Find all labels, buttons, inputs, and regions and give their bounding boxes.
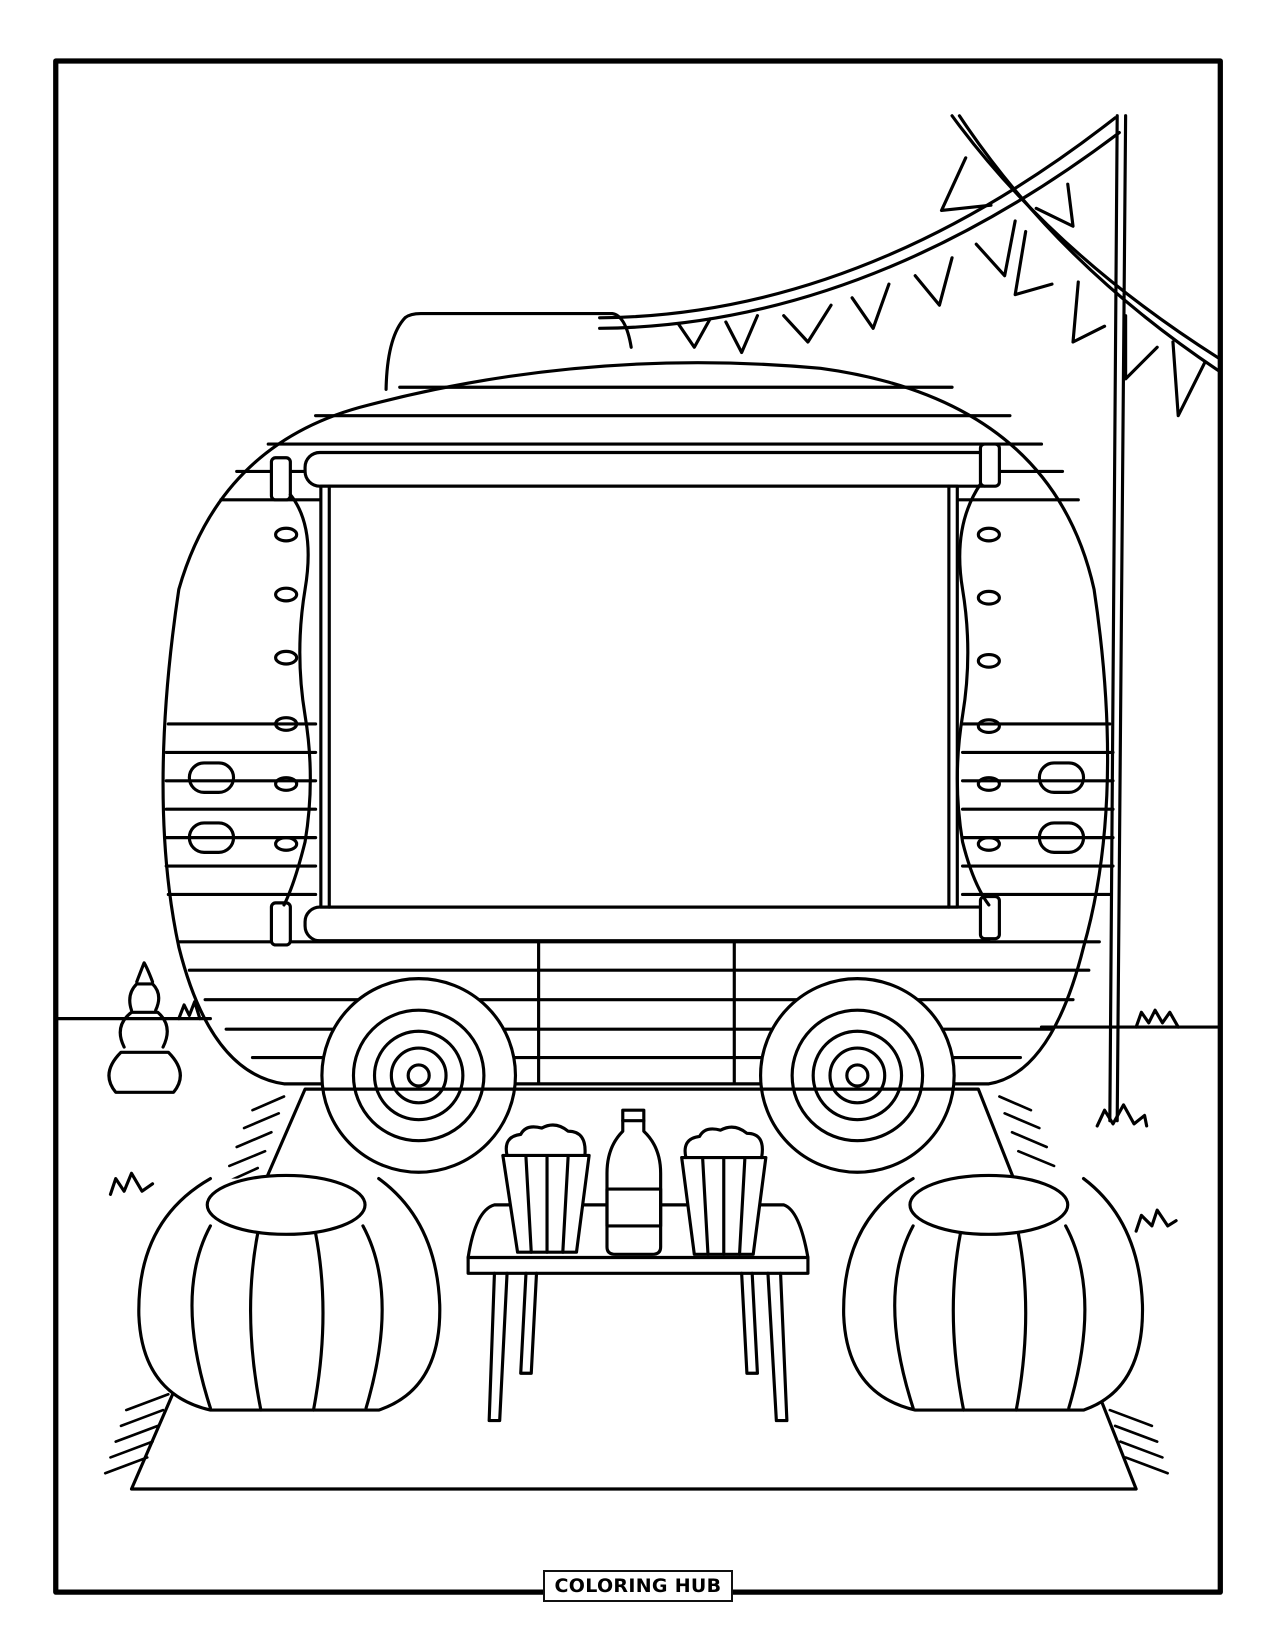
brand-label: COLORING HUB: [543, 1570, 733, 1602]
wheel-right: [759, 977, 956, 1174]
camper-side-lights: [187, 761, 1086, 854]
pole: [1108, 114, 1128, 1123]
wheel-left: [320, 977, 518, 1174]
camper-roof-vent: [384, 312, 633, 391]
popcorn-bucket-left: [501, 1123, 591, 1254]
brand-text: COLORING HUB: [554, 1575, 722, 1597]
popcorn-bucket-right: [680, 1125, 768, 1256]
string-lights: [274, 482, 1001, 907]
rug-fringe: [103, 1095, 1170, 1475]
horizon-line: [56, 1017, 1220, 1029]
bunting-flags: [598, 114, 1220, 418]
soda-bottle: [605, 1108, 663, 1256]
pouf-left: [137, 1173, 442, 1412]
camper-body: [161, 361, 1110, 1086]
grass-tufts: [108, 1000, 1180, 1233]
pouf-right: [842, 1173, 1145, 1412]
stacked-stones: [107, 961, 182, 1094]
projection-screen: [269, 442, 1001, 947]
